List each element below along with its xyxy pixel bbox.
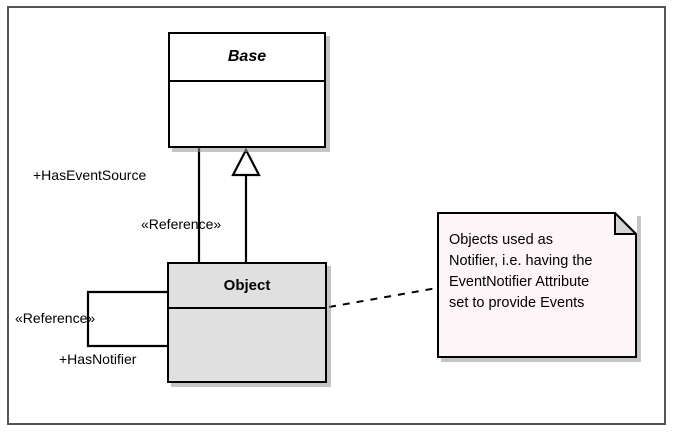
class-attributes-object (169, 309, 325, 381)
edge-label-has-notifier: +HasNotifier (59, 351, 137, 367)
class-box-base[interactable]: Base (168, 32, 326, 148)
class-title-object: Object (169, 264, 325, 309)
edge-label-has-event-source: +HasEventSource (33, 167, 147, 183)
note-box[interactable]: Objects used as Notifier, i.e. having th… (437, 212, 637, 358)
note-shape-icon (437, 212, 637, 358)
edge-label-reference-lower: «Reference» (15, 310, 96, 326)
class-box-object[interactable]: Object (167, 262, 327, 383)
edge-label-reference-upper: «Reference» (141, 216, 222, 232)
class-title-base: Base (170, 34, 324, 82)
class-attributes-base (170, 82, 324, 146)
note-text: Objects used as Notifier, i.e. having th… (449, 232, 593, 311)
